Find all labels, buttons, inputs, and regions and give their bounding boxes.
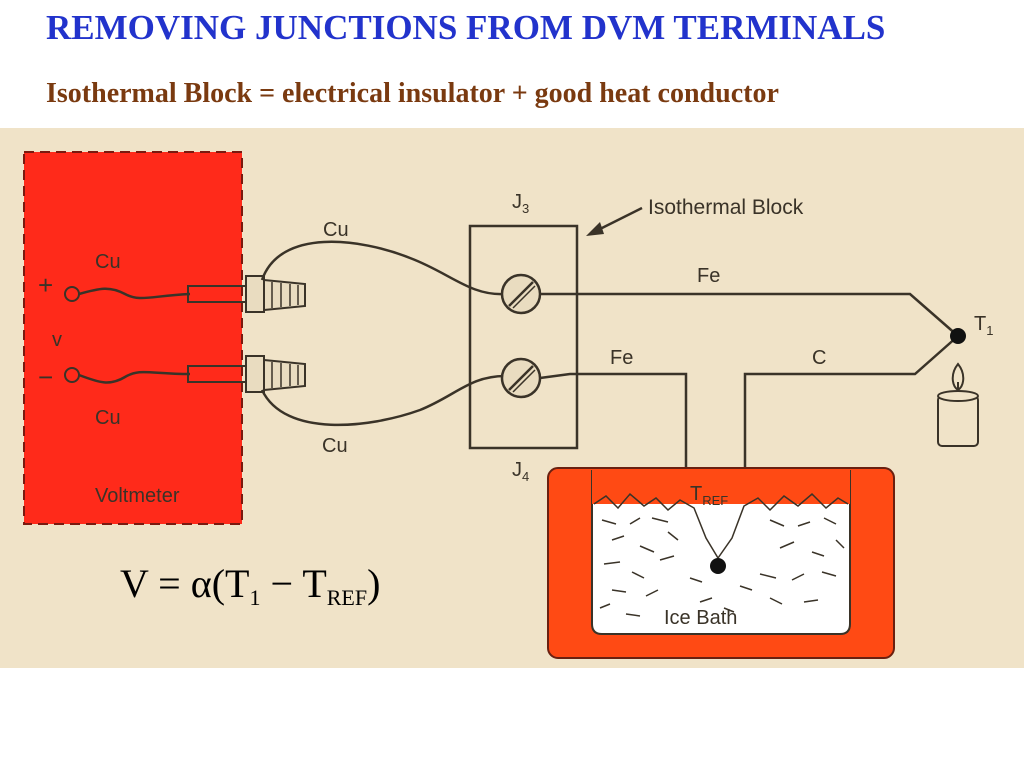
j4-terminal	[500, 357, 542, 399]
eq-minus: −	[270, 561, 294, 606]
t1-label: T1	[974, 313, 993, 338]
isothermal-block-label: Isothermal Block	[648, 196, 804, 219]
cu-wire-top	[260, 240, 506, 296]
eq-tref-sub: REF	[326, 585, 368, 610]
voltmeter-label: Voltmeter	[95, 485, 180, 507]
eq-alpha: α	[190, 561, 212, 606]
cu-inner-top-label: Cu	[95, 251, 121, 273]
isothermal-block	[468, 224, 579, 450]
eq-equals: =	[158, 561, 181, 606]
equation: V = α(T1 − TREF)	[120, 560, 380, 611]
cu-wire-bottom-label: Cu	[322, 435, 348, 457]
fe-bottom-label: Fe	[610, 347, 633, 369]
candle	[937, 362, 979, 447]
eq-close-paren: )	[367, 561, 381, 606]
cu-wire-top-label: Cu	[323, 219, 349, 241]
j3-label: J3	[512, 191, 529, 216]
t1-junction	[950, 328, 966, 344]
v-label: v	[52, 329, 62, 351]
thermocouple-diagram: Voltmeter + − v Cu Cu Cu Cu J3	[0, 128, 1024, 668]
top-binding-post	[187, 275, 306, 313]
fe-top-label: Fe	[697, 265, 720, 287]
minus-sign: −	[38, 362, 53, 392]
bottom-binding-post	[187, 355, 306, 393]
cu-wire-bottom	[260, 374, 506, 427]
plus-sign: +	[38, 270, 53, 300]
j4-label: J4	[512, 459, 529, 484]
slide-subtitle: Isothermal Block = electrical insulator …	[46, 78, 779, 109]
tref-label: TREF	[690, 483, 728, 508]
cu-inner-bottom-label: Cu	[95, 407, 121, 429]
ice-bath-label: Ice Bath	[664, 607, 737, 629]
slide-title: REMOVING JUNCTIONS FROM DVM TERMINALS	[46, 8, 886, 47]
eq-t1-sub: 1	[249, 585, 261, 610]
c-label: C	[812, 347, 826, 369]
j3-terminal	[500, 273, 542, 315]
voltmeter: Voltmeter + − v Cu Cu	[23, 151, 243, 525]
fe-wire-top	[540, 292, 959, 337]
isothermal-arrow	[597, 206, 643, 232]
tref-junction	[710, 558, 726, 574]
eq-v: V	[120, 561, 149, 606]
eq-tref: T	[302, 561, 327, 606]
eq-t1: T	[225, 561, 250, 606]
eq-open-paren: (	[211, 561, 226, 606]
